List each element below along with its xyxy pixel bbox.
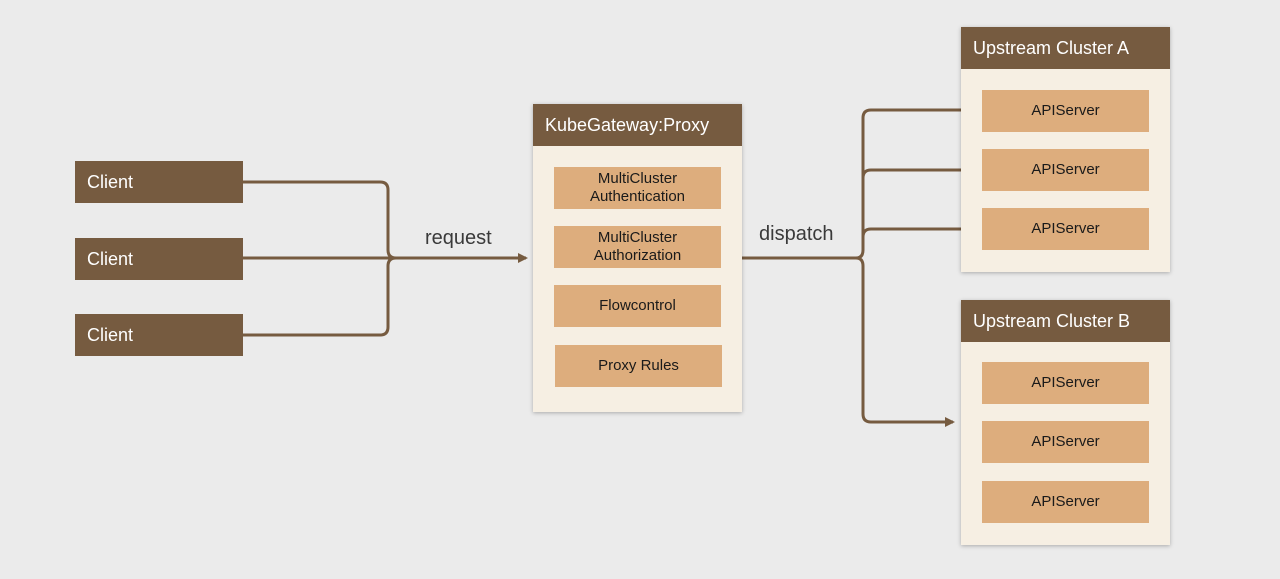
upstream-cluster-a: Upstream Cluster A APIServer APIServer A… [961,27,1170,272]
dispatch-trunk [855,105,976,260]
module-line: Flowcontrol [599,297,676,314]
flowcontrol-module: Flowcontrol [554,285,721,327]
dispatch-branch-a3 [861,224,976,238]
client-box: Client [75,161,243,203]
module-line: Proxy Rules [598,357,679,374]
dispatch-label: dispatch [759,223,834,245]
upstream-cluster-b: Upstream Cluster B APIServer APIServer A… [961,300,1170,545]
module-line: Authentication [589,188,686,205]
dispatch-branch-b [855,256,955,427]
client-box: Client [75,314,243,356]
apiserver-box: APIServer [982,149,1149,191]
module-line: MultiCluster [597,170,678,187]
proxy-rules-module: Proxy Rules [555,345,722,387]
client-box: Client [75,238,243,280]
proxy-title: KubeGateway:Proxy [533,104,742,146]
apiserver-box: APIServer [982,362,1149,404]
apiserver-box: APIServer [982,481,1149,523]
dispatch-branch-a2 [861,165,976,179]
authorization-module: MultiCluster Authorization [554,226,721,268]
proxy-panel: KubeGateway:Proxy MultiCluster Authentic… [533,104,742,412]
apiserver-box: APIServer [982,421,1149,463]
client-3-connector [243,256,397,337]
client-1-connector [243,180,397,260]
module-line: MultiCluster [597,229,678,246]
cluster-b-title: Upstream Cluster B [961,300,1170,342]
cluster-a-title: Upstream Cluster A [961,27,1170,69]
apiserver-box: APIServer [982,90,1149,132]
authentication-module: MultiCluster Authentication [554,167,721,209]
apiserver-box: APIServer [982,208,1149,250]
request-label: request [425,227,492,249]
module-line: Authorization [593,247,682,264]
